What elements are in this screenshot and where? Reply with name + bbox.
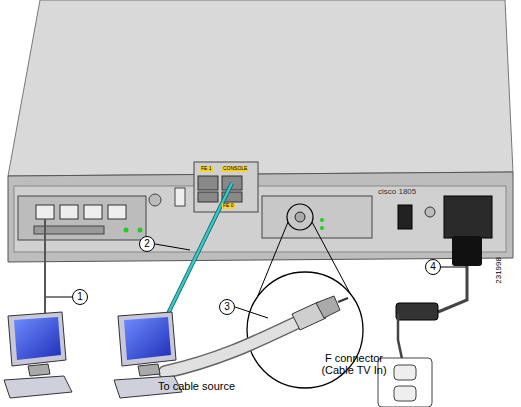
leader-line (441, 267, 466, 268)
f-connector-port (295, 212, 305, 222)
socket (394, 386, 416, 401)
monitor-stand (138, 364, 160, 376)
coax-cable (165, 322, 298, 372)
callout-number: 1 (72, 289, 88, 305)
f-connector-nut (316, 296, 340, 318)
keyboard (4, 376, 72, 398)
switch-card (18, 196, 146, 240)
callout-number: 3 (219, 299, 235, 315)
port-label: FE 0 (222, 203, 235, 209)
power-adapter (396, 303, 438, 320)
chassis-top (8, 0, 513, 176)
leader-line (155, 244, 190, 250)
ethernet-port (60, 205, 78, 219)
monitor-stand (28, 364, 50, 376)
power-cord (438, 266, 467, 312)
ground-screw (425, 207, 435, 217)
part-label: F connector (Cable TV In) (314, 352, 394, 376)
ethernet-port (108, 205, 126, 219)
center-pin (338, 298, 348, 302)
monitor-screen (14, 317, 61, 360)
power-plug (452, 236, 482, 266)
usb-port (175, 188, 185, 206)
leader-line (46, 297, 72, 298)
callout-number: 2 (139, 236, 155, 252)
led (124, 228, 129, 233)
model-label: cisco 1805 (378, 188, 416, 197)
socket (394, 365, 416, 380)
magnifier-ring (287, 204, 313, 230)
monitor (118, 312, 176, 366)
led (320, 226, 324, 230)
port-label: CONSOLE (222, 166, 248, 172)
ethernet-port (84, 205, 102, 219)
io-module (194, 162, 258, 212)
cable-source-label: To cable source (158, 380, 235, 392)
leader-line (235, 307, 268, 318)
coax-cable (165, 322, 298, 372)
panel-inset (14, 186, 506, 252)
screw (149, 194, 161, 206)
ethernet-port (36, 205, 54, 219)
aux-port (198, 192, 218, 202)
port-label: FE 1 (200, 166, 213, 172)
power-inlet (444, 196, 492, 238)
monitor (8, 312, 66, 366)
led (138, 228, 143, 233)
rear-panel (8, 172, 513, 262)
ethernet-cable (44, 219, 46, 318)
callout-number: 4 (425, 259, 441, 275)
fe1-port (198, 176, 218, 190)
monitor-screen (124, 317, 171, 360)
led (320, 218, 324, 222)
figure-number: 231998 (495, 257, 504, 284)
power-switch (398, 205, 412, 229)
